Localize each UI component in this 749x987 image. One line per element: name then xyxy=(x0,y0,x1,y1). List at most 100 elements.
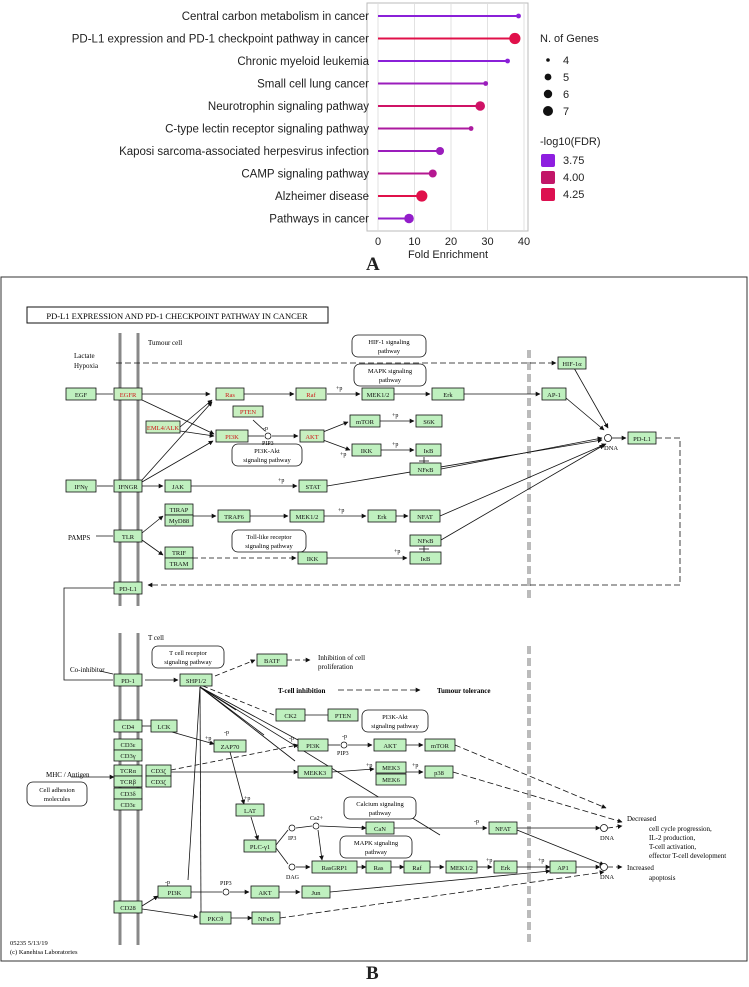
gene-node-lck[interactable] xyxy=(150,719,178,733)
gene-node-erk[interactable] xyxy=(431,387,465,401)
mapk-pathway-box-2[interactable] xyxy=(339,835,413,859)
gene-node-plcg1[interactable] xyxy=(243,839,277,853)
gene-node-egf[interactable] xyxy=(65,387,97,401)
gene-node-jun[interactable] xyxy=(301,885,331,899)
tcr-pathway-box[interactable] xyxy=(151,645,225,669)
gene-node-ap1b[interactable] xyxy=(549,860,577,874)
gene-node-nfat[interactable] xyxy=(409,509,441,523)
size-legend-dot xyxy=(543,89,553,99)
gene-node-pten[interactable] xyxy=(232,405,264,418)
gene-node-akt[interactable] xyxy=(299,429,325,443)
svg-text:+p: +p xyxy=(278,478,284,484)
gene-node-cd3z[interactable] xyxy=(145,775,172,788)
gene-node-ras[interactable] xyxy=(365,860,392,874)
gene-node-mek12[interactable] xyxy=(445,860,478,874)
gene-node-label: MEK1/2 xyxy=(296,514,319,521)
cell-adhesion-box[interactable] xyxy=(26,781,88,807)
gene-node-erk[interactable] xyxy=(367,509,397,523)
gene-node-cd3g[interactable] xyxy=(113,749,143,762)
gene-node-mtor[interactable] xyxy=(424,738,456,752)
gene-node-ikk[interactable] xyxy=(351,443,382,457)
gene-node-ifng[interactable] xyxy=(65,479,97,493)
gene-node-akt[interactable] xyxy=(250,885,280,899)
gene-node-myd88[interactable] xyxy=(164,514,194,527)
gene-node-nfkb[interactable] xyxy=(251,911,281,925)
dna-label-2: DNA xyxy=(600,835,614,842)
x-tick-label: 20 xyxy=(445,236,457,248)
gene-node-s6k[interactable] xyxy=(415,414,443,428)
lollipop-point xyxy=(483,81,489,86)
gene-node-label: Erk xyxy=(377,514,387,521)
gene-node-rasgrp1[interactable] xyxy=(311,860,358,874)
gene-node-pd1[interactable] xyxy=(113,673,143,687)
gene-node-nfat[interactable] xyxy=(488,821,518,835)
gene-node-stat[interactable] xyxy=(298,479,328,493)
gene-node-ikk[interactable] xyxy=(297,551,328,565)
enrichment-lollipop-chart: Central carbon metabolism in cancerPD-L1… xyxy=(72,2,601,261)
gene-node-shp12[interactable] xyxy=(179,673,213,687)
gene-node-label: EGF xyxy=(75,392,88,399)
pi3k-pathway-box[interactable] xyxy=(231,443,303,467)
gene-node-traf6[interactable] xyxy=(217,509,251,523)
hif-pathway-box[interactable] xyxy=(351,334,427,358)
kegg-pathway-diagram: PD-L1 EXPRESSION AND PD-1 CHECKPOINT PAT… xyxy=(0,276,748,962)
gene-node-mtor[interactable] xyxy=(349,414,381,428)
gene-node-egfr[interactable] xyxy=(113,387,143,401)
pi3k-pathway-box-2[interactable] xyxy=(361,709,429,733)
tlr-pathway-box[interactable] xyxy=(231,529,307,553)
gene-node-can[interactable] xyxy=(365,821,395,835)
svg-text:+p: +p xyxy=(244,796,250,802)
gene-node-nfkb[interactable] xyxy=(409,534,442,547)
gene-node-lat[interactable] xyxy=(235,803,265,817)
gene-node-pi3k[interactable] xyxy=(297,738,329,752)
gene-node-label: PI3K xyxy=(225,434,239,441)
panel-label-a: A xyxy=(366,254,380,275)
gene-node-pi3k[interactable] xyxy=(215,429,249,443)
mapk-pathway-box[interactable] xyxy=(353,363,427,387)
gene-node-ck2[interactable] xyxy=(275,708,306,722)
gene-node-pi3k[interactable] xyxy=(157,885,192,899)
gene-node-ap1[interactable] xyxy=(541,387,567,401)
gene-node-ikb[interactable] xyxy=(409,551,442,565)
gene-node-zap70[interactable] xyxy=(213,739,247,753)
gene-node-nfkb[interactable] xyxy=(409,462,442,476)
svg-text:PIP3: PIP3 xyxy=(262,441,274,447)
gene-node-hif1a[interactable] xyxy=(557,356,587,370)
gene-node-label: TIRAP xyxy=(170,507,189,514)
x-tick-label: 0 xyxy=(375,236,381,248)
gene-node-label: ZAP70 xyxy=(221,744,240,751)
gene-node-label: TLR xyxy=(122,534,135,541)
gene-node-label: CD3δ xyxy=(120,791,135,798)
gene-node-eml4alk[interactable] xyxy=(145,420,181,434)
gene-node-cd28[interactable] xyxy=(113,900,143,914)
gene-node-pkct[interactable] xyxy=(199,911,232,925)
gene-node-p38[interactable] xyxy=(424,765,454,779)
gene-node-cd4[interactable] xyxy=(113,719,143,733)
calcium-pathway-box[interactable] xyxy=(343,796,417,820)
gene-node-ras[interactable] xyxy=(215,387,245,401)
gene-node-mekk3[interactable] xyxy=(297,765,333,779)
gene-node-jak[interactable] xyxy=(164,479,192,493)
gene-node-erk[interactable] xyxy=(493,860,518,874)
gene-node-ifngr[interactable] xyxy=(113,479,143,493)
gene-node-tram[interactable] xyxy=(164,557,194,570)
gene-node-mek3[interactable] xyxy=(375,761,407,774)
gene-node-pdl1[interactable] xyxy=(113,581,143,595)
gene-node-batf[interactable] xyxy=(256,653,288,667)
gene-node-mek6[interactable] xyxy=(375,773,407,786)
gene-node-mek12[interactable] xyxy=(289,509,325,523)
gene-node-ikb[interactable] xyxy=(415,443,442,457)
gene-node-pdl1[interactable] xyxy=(627,431,657,445)
gene-node-akt[interactable] xyxy=(373,738,407,752)
gene-node-label: PI3K xyxy=(306,743,320,750)
color-legend-title: -log10(FDR) xyxy=(540,136,601,148)
gene-node-pten[interactable] xyxy=(327,708,359,722)
pathway-footer-copyright: (c) Kanehisa Laboratories xyxy=(10,949,78,956)
gene-node-raf[interactable] xyxy=(295,387,327,401)
size-legend-dot xyxy=(546,58,550,62)
gene-node-raf[interactable] xyxy=(403,860,431,874)
gene-node-cd3e[interactable] xyxy=(113,798,143,811)
gene-node-tlr[interactable] xyxy=(113,529,143,543)
gene-node-mek12[interactable] xyxy=(361,387,395,401)
gene-node-tcrb[interactable] xyxy=(113,775,143,788)
